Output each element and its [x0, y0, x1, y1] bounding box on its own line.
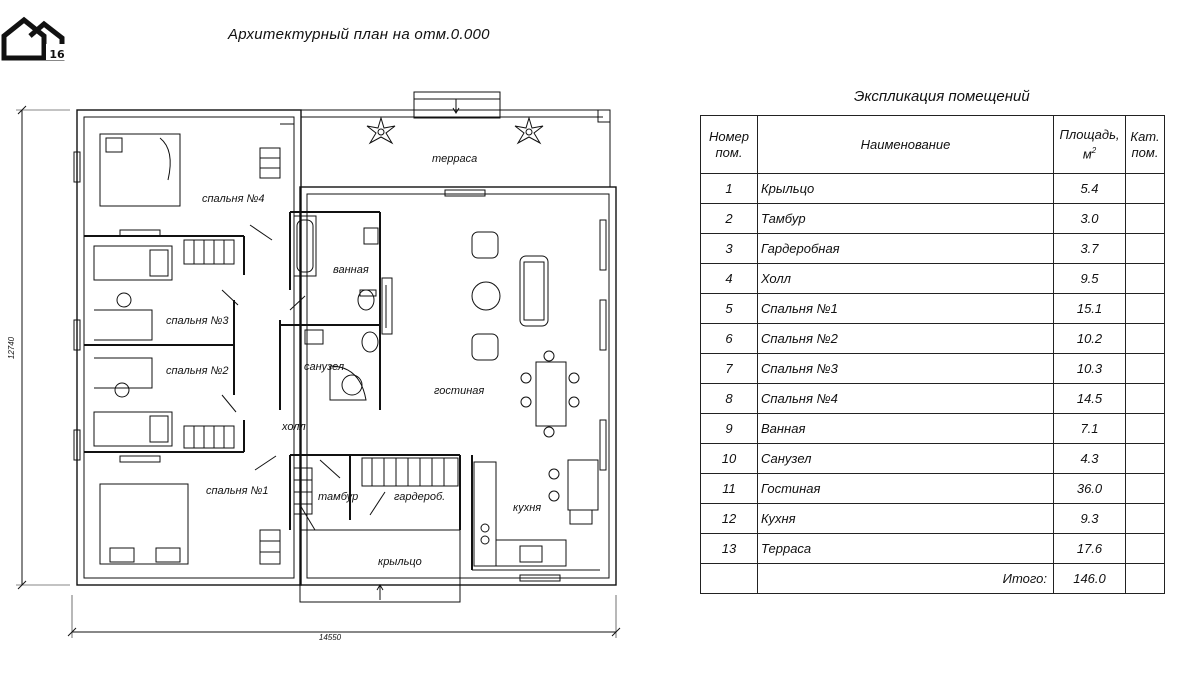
cell-num: 13 [700, 533, 758, 564]
cell-num: 10 [700, 443, 758, 474]
total-label: Итого: [757, 563, 1054, 594]
cell-name: Ванная [757, 413, 1054, 444]
header-area: Площадь,м2 [1053, 115, 1126, 174]
cell-name: Тамбур [757, 203, 1054, 234]
label-bedroom3: спальня №3 [166, 315, 229, 327]
cell-num: 9 [700, 413, 758, 444]
label-porch: крыльцо [378, 556, 422, 568]
label-bedroom2: спальня №2 [166, 365, 229, 377]
cell-cat [1125, 203, 1165, 234]
label-vestibule: тамбур [318, 491, 358, 503]
header-cat: Кат. пом. [1125, 115, 1165, 174]
total-value: 146.0 [1053, 563, 1126, 594]
cell-num: 12 [700, 503, 758, 534]
cell-cat [1125, 533, 1165, 564]
cell-name: Санузел [757, 443, 1054, 474]
label-bath: ванная [333, 264, 369, 276]
label-wc: санузел [304, 361, 344, 373]
cell-area: 10.2 [1053, 323, 1126, 354]
cell-cat [1125, 503, 1165, 534]
cell-num: 11 [700, 473, 758, 504]
cell-area: 3.7 [1053, 233, 1126, 264]
cell-area: 36.0 [1053, 473, 1126, 504]
explication-table: Номер пом. Наименование Площадь,м2 Кат. … [700, 115, 1165, 594]
cell-area: 9.3 [1053, 503, 1126, 534]
label-hall: холл [281, 421, 306, 433]
cell-name: Гостиная [757, 473, 1054, 504]
cell-area: 10.3 [1053, 353, 1126, 384]
cell-name: Терраса [757, 533, 1054, 564]
dim-height: 12740 [7, 336, 16, 359]
cell-cat [1125, 383, 1165, 414]
cell-area: 9.5 [1053, 263, 1126, 294]
cell-name: Холл [757, 263, 1054, 294]
cell-cat [1125, 323, 1165, 354]
cell-area: 4.3 [1053, 443, 1126, 474]
logo-number: 16 [49, 48, 65, 61]
label-living: гостиная [434, 385, 484, 397]
cell-cat [1125, 443, 1165, 474]
cell-cat [1125, 263, 1165, 294]
cell-num: 7 [700, 353, 758, 384]
dim-width: 14550 [319, 633, 342, 642]
cell-cat [1125, 473, 1165, 504]
cell-num: 2 [700, 203, 758, 234]
cell-name: Гардеробная [757, 233, 1054, 264]
cell-num: 3 [700, 233, 758, 264]
cell-name: Кухня [757, 503, 1054, 534]
cell-area: 5.4 [1053, 173, 1126, 204]
label-wardrobe: гардероб. [394, 491, 445, 503]
cell-area: 3.0 [1053, 203, 1126, 234]
cell-cat [1125, 233, 1165, 264]
label-terrace: терраса [432, 153, 477, 165]
logo-house-icon: 16 [1, 16, 68, 61]
table-total-row: Итого: 146.0 [700, 563, 1165, 594]
cell-num: 8 [700, 383, 758, 414]
cell-num: 4 [700, 263, 758, 294]
cell-name: Спальня №3 [757, 353, 1054, 384]
cell-name: Спальня №2 [757, 323, 1054, 354]
cell-name: Спальня №1 [757, 293, 1054, 324]
explication-title: Экспликация помещений [854, 88, 1030, 105]
cell-num: 6 [700, 323, 758, 354]
cell-name: Крыльцо [757, 173, 1054, 204]
cell-area: 15.1 [1053, 293, 1126, 324]
label-kitchen: кухня [513, 502, 541, 514]
cell-name: Спальня №4 [757, 383, 1054, 414]
header-name: Наименование [757, 115, 1054, 174]
label-bedroom4: спальня №4 [202, 193, 265, 205]
cell-area: 14.5 [1053, 383, 1126, 414]
table-header-row: Номер пом. Наименование Площадь,м2 Кат. … [700, 115, 1165, 174]
cell-cat [1125, 353, 1165, 384]
cell-area: 7.1 [1053, 413, 1126, 444]
cell-num: 1 [700, 173, 758, 204]
cell-num: 5 [700, 293, 758, 324]
cell-cat [1125, 173, 1165, 204]
label-bedroom1: спальня №1 [206, 485, 269, 497]
plan-title: Архитектурный план на отм.0.000 [228, 26, 490, 43]
cell-cat [1125, 293, 1165, 324]
floor-plan: 14550 12740 спальня №4 спальня №3 спальн… [7, 91, 621, 642]
cell-cat [1125, 413, 1165, 444]
cell-area: 17.6 [1053, 533, 1126, 564]
header-num: Номер пом. [700, 115, 758, 174]
